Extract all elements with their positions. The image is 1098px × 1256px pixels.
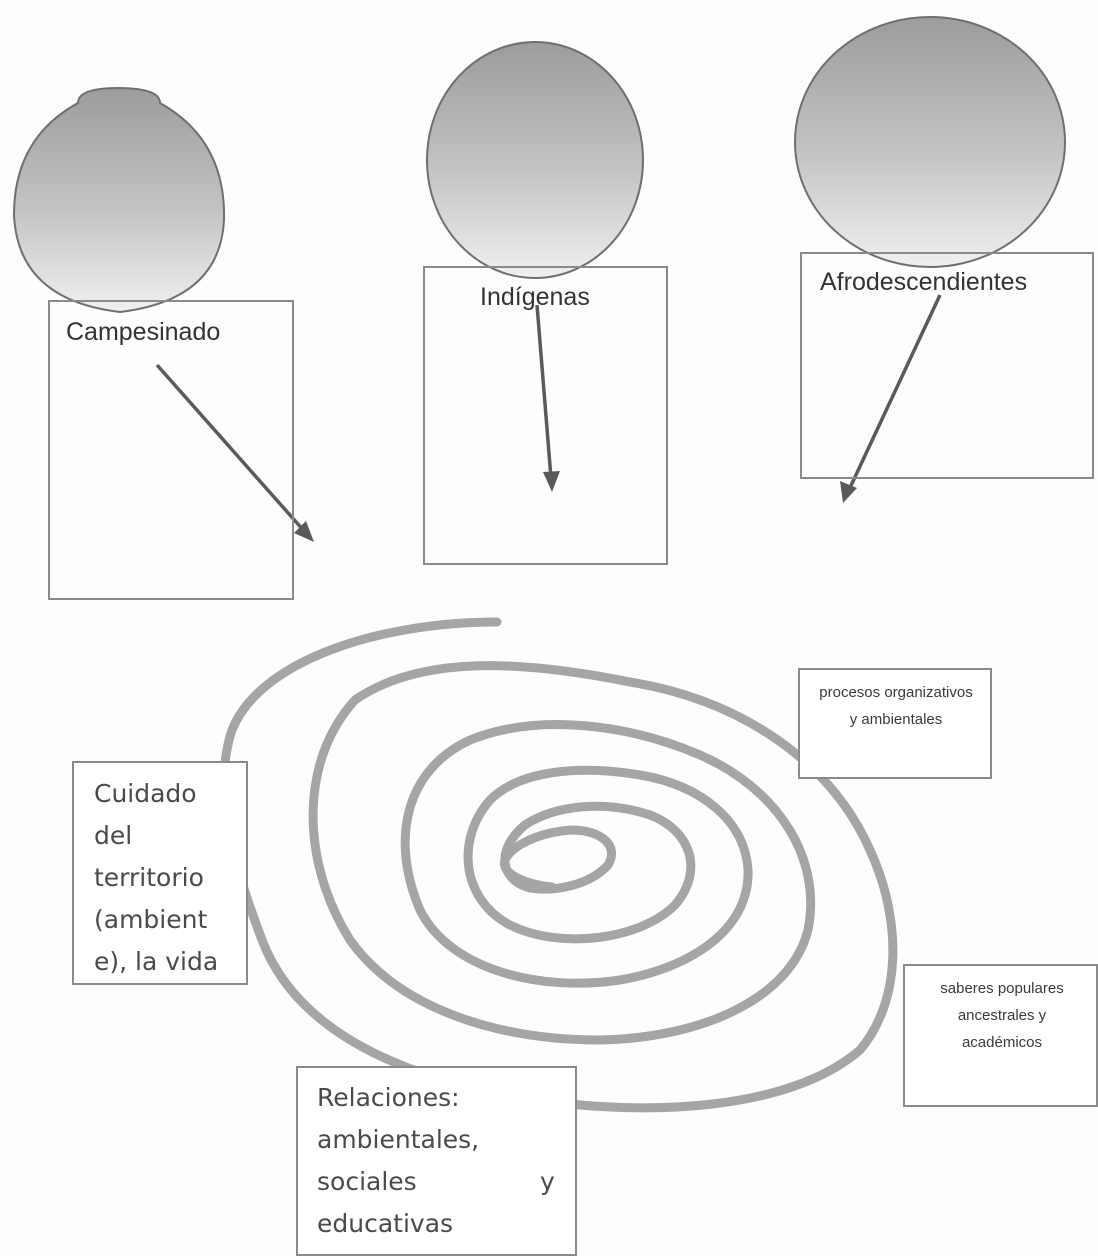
vessel-afro-icon xyxy=(795,17,1065,267)
cuidado-line: Cuidado xyxy=(94,773,197,815)
relaciones-line: sociales xyxy=(317,1161,417,1203)
procesos-text: procesos organizativos y ambientales xyxy=(815,679,977,733)
relaciones-line: educativas xyxy=(317,1203,453,1245)
vessel-campesinado-icon xyxy=(14,88,224,312)
cuidado-line: (ambient xyxy=(94,899,207,941)
afro-label: Afrodescendientes xyxy=(820,268,1027,297)
vessel-indigenas-icon xyxy=(427,42,643,278)
cuidado-line: territorio xyxy=(94,857,204,899)
relaciones-line: y xyxy=(540,1161,555,1203)
relaciones-line: ambientales, xyxy=(317,1119,479,1161)
relaciones-line: Relaciones: xyxy=(317,1077,460,1119)
indigenas-label: Indígenas xyxy=(480,283,590,312)
saberes-text: saberes populares ancestrales y académic… xyxy=(928,975,1076,1056)
cuidado-line: del xyxy=(94,815,132,857)
campesinado-label: Campesinado xyxy=(66,318,220,347)
spiral-shape xyxy=(224,622,893,1108)
cuidado-line: e), la vida xyxy=(94,941,218,983)
